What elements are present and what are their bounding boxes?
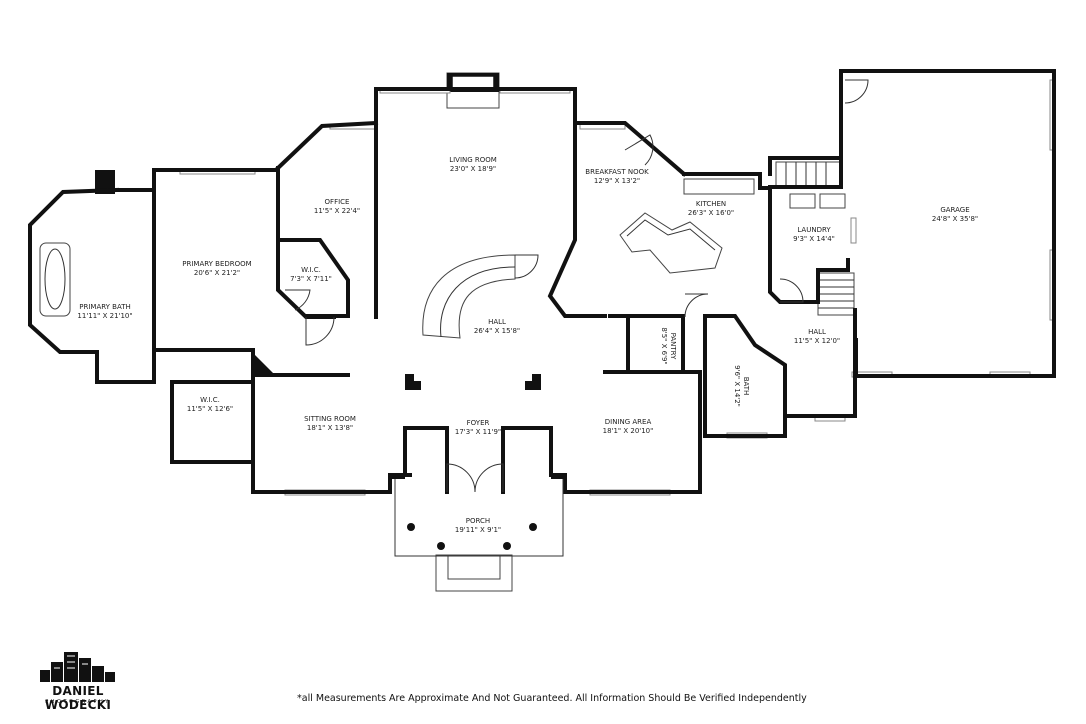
room-dimensions: 8'5" X 6'9" [660,327,668,364]
room-name: HALL [488,318,506,326]
room-dimensions: 11'5" X 12'0" [794,337,840,345]
room-name: OFFICE [325,198,350,206]
room-dimensions: 19'11" X 9'1" [455,526,501,534]
room-dimensions: 24'8" X 35'8" [932,215,978,223]
room-name: LAUNDRY [797,226,831,234]
room-dimensions: 26'4" X 15'8" [474,327,520,335]
room-name: BATH [742,377,750,396]
room-name: PORCH [466,517,490,525]
room-name: PANTRY [669,333,677,360]
walls [28,69,1056,557]
fixtures [39,72,855,592]
logo-subtitle: PHOTOGRAPHY [45,699,111,705]
room-dimensions: 26'3" X 16'0" [688,209,734,217]
room-name: SITTING ROOM [304,415,356,423]
room-dimensions: 7'3" X 7'11" [290,275,332,283]
room-name: W.I.C. [200,396,220,404]
room-dimensions: 11'5" X 12'6" [187,405,233,413]
room-wic-bedroom: W.I.C.11'5" X 12'6" [187,396,233,413]
logo-buildings [40,652,115,682]
room-name: DINING AREA [605,418,652,426]
room-dimensions: 9'3" X 14'4" [793,235,835,243]
room-dimensions: 18'1" X 13'8" [307,424,353,432]
room-wic-office: W.I.C.7'3" X 7'11" [290,266,332,283]
room-dimensions: 23'0" X 18'9" [450,165,496,173]
logo-name: DANIEL WODECKI [44,684,112,712]
room-name: BREAKFAST NOOK [585,168,649,176]
room-name: PRIMARY BATH [79,303,130,311]
disclaimer: *all Measurements Are Approximate And No… [297,693,807,704]
room-dimensions: 12'9" X 13'2" [594,177,640,185]
doors [285,79,869,493]
room-name: KITCHEN [696,200,726,208]
room-dimensions: 11'11" X 21'10" [77,312,132,320]
room-name: W.I.C. [301,266,321,274]
logo: DANIEL WODECKI PHOTOGRAPHY [22,648,134,712]
room-dimensions: 18'1" X 20'10" [603,427,654,435]
room-name: FOYER [467,419,490,427]
room-name: LIVING ROOM [449,156,497,164]
room-dimensions: 9'6" X 14'2" [733,365,741,407]
room-name: HALL [808,328,826,336]
room-dimensions: 20'6" X 21'2" [194,269,240,277]
room-dimensions: 11'5" X 22'4" [314,207,360,215]
room-dimensions: 17'3" X 11'9" [455,428,501,436]
room-name: PRIMARY BEDROOM [182,260,251,268]
room-name: GARAGE [940,206,969,214]
